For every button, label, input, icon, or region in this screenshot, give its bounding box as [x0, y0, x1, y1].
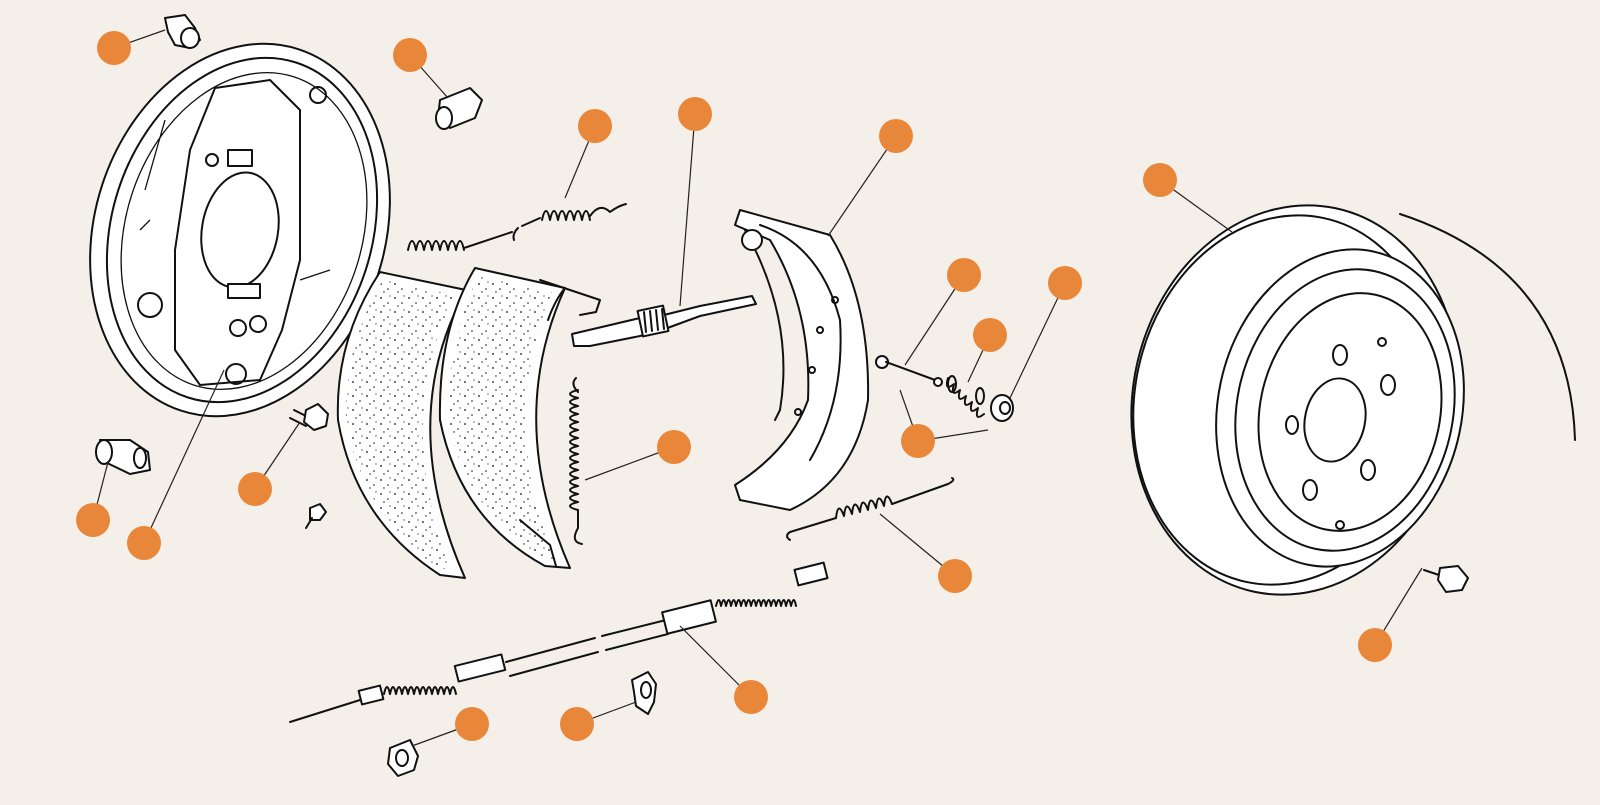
callout-dot[interactable]: [947, 258, 981, 292]
callout-dot[interactable]: [455, 707, 489, 741]
upper-return-spring-icon: [407, 203, 627, 251]
plug-icon: [95, 439, 151, 475]
callout-dot[interactable]: [901, 424, 935, 458]
callout-dot[interactable]: [97, 31, 131, 65]
callout-dot[interactable]: [127, 526, 161, 560]
callout-dot[interactable]: [393, 38, 427, 72]
callout-dot[interactable]: [678, 97, 712, 131]
callout-dots: [76, 31, 1392, 741]
drum-screw-icon: [1423, 565, 1469, 593]
hold-down-spring-icon: [945, 375, 985, 418]
cable-clamp-icon: [387, 739, 419, 777]
brake-drum-icon: [1130, 204, 1576, 596]
callout-dot[interactable]: [657, 430, 691, 464]
backing-plate: [89, 42, 391, 418]
brake-shoe-right-icon: [734, 209, 870, 511]
lower-return-spring-icon: [569, 377, 583, 545]
small-screw-icon: [305, 503, 327, 529]
adjuster-strut-icon: [571, 295, 757, 347]
callout-dot[interactable]: [973, 318, 1007, 352]
cable-clip-icon: [631, 671, 657, 715]
callout-dot[interactable]: [1143, 163, 1177, 197]
callout-dot[interactable]: [734, 680, 768, 714]
hold-down-pin-icon: [875, 355, 943, 387]
callout-dot[interactable]: [938, 559, 972, 593]
callout-dot[interactable]: [578, 109, 612, 143]
adjuster-spring-icon: [786, 477, 955, 541]
callout-dot[interactable]: [560, 707, 594, 741]
callout-dot[interactable]: [1048, 266, 1082, 300]
hold-down-cup-icon: [990, 394, 1014, 422]
callout-dot[interactable]: [76, 503, 110, 537]
handbrake-cable-icon: [289, 561, 829, 723]
brake-shoe-left-icon: [336, 267, 601, 579]
callout-dot[interactable]: [1358, 628, 1392, 662]
dust-cap-icon: [435, 87, 483, 130]
backing-plate-bolt-icon: [289, 403, 329, 431]
bleed-nipple-icon: [164, 14, 201, 49]
callout-dot[interactable]: [238, 472, 272, 506]
callout-dot[interactable]: [879, 119, 913, 153]
